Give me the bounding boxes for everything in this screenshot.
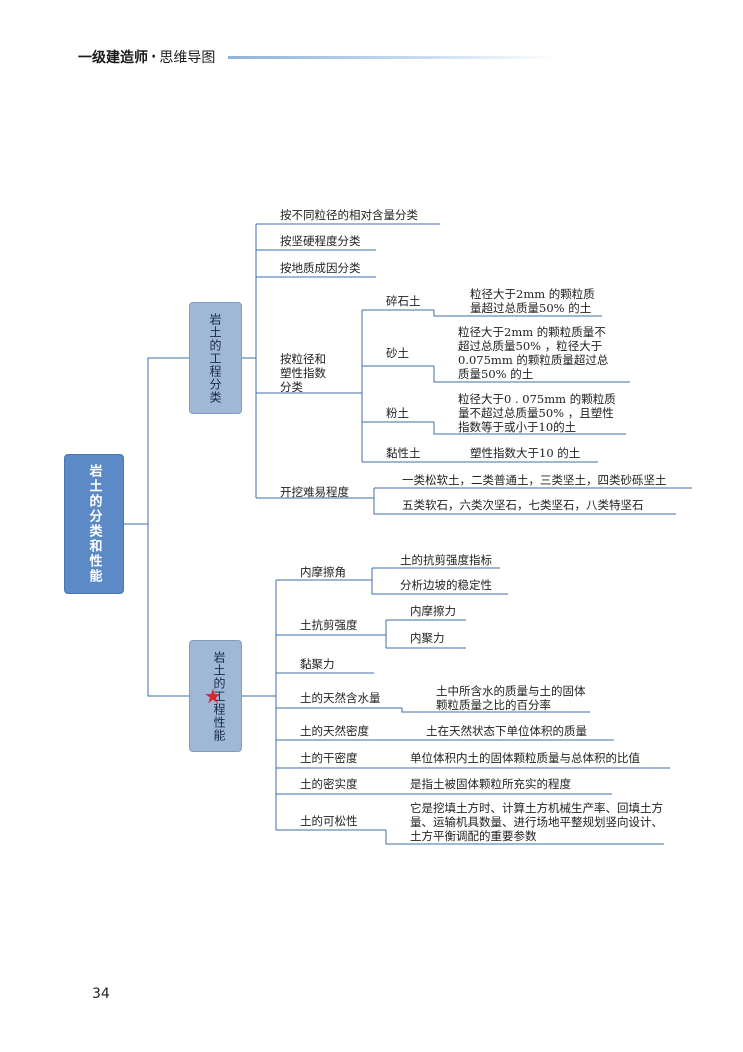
- property-name: 黏聚力: [300, 657, 335, 671]
- excavation-desc: 一类松软土，二类普通土，三类坚土，四类砂砾坚土: [402, 473, 667, 487]
- grain-label-line: 塑性指数: [280, 366, 326, 380]
- property-child: 内摩擦力: [410, 604, 456, 618]
- property-name: 土的天然密度: [300, 724, 369, 738]
- header-dot: ·: [151, 49, 157, 65]
- property-child: 土的抗剪强度指标: [400, 553, 492, 567]
- classification-label: 岩土的工程分类: [208, 312, 222, 404]
- classification-item: 按坚硬程度分类: [280, 234, 361, 248]
- properties-node: 岩土的工程性能: [189, 640, 242, 752]
- grain-type-desc: 粒径大于0 . 075mm 的颗粒质量不超过总质量50% ，且塑性指数等于或小于…: [458, 392, 616, 434]
- property-name: 土抗剪强度: [300, 618, 358, 632]
- property-desc: 它是挖填土方时、计算土方机械生产率、回填土方量、运输机具数量、进行场地平整规划竖…: [410, 801, 663, 843]
- grain-type-desc: 塑性指数大于10 的土: [470, 446, 581, 460]
- excavation-label: 开挖难易程度: [280, 485, 349, 499]
- classification-node: 岩土的工程分类: [189, 302, 242, 414]
- header-divider: [228, 56, 558, 59]
- property-desc: 土中所含水的质量与土的固体颗粒质量之比的百分率: [436, 684, 586, 712]
- grain-type-name: 粉土: [386, 406, 409, 420]
- page-number: 34: [92, 986, 110, 1002]
- property-name: 内摩擦角: [300, 565, 346, 579]
- root-node: 岩土的分类和性能: [64, 454, 124, 594]
- grain-type-name: 黏性土: [386, 446, 421, 460]
- star-icon: ★: [204, 684, 222, 708]
- property-name: 土的干密度: [300, 751, 358, 765]
- grain-label-line: 分类: [280, 380, 303, 394]
- property-child: 分析边坡的稳定性: [400, 578, 492, 592]
- classification-item: 按地质成因分类: [280, 261, 361, 275]
- grain-type-desc: 粒径大于2mm 的颗粒质量超过总质量50% 的土: [470, 287, 595, 315]
- classification-item: 按不同粒径的相对含量分类: [280, 208, 418, 222]
- grain-type-desc: 粒径大于2mm 的颗粒质量不超过总质量50% ，粒径大于0.075mm 的颗粒质…: [458, 325, 609, 381]
- property-name: 土的可松性: [300, 814, 358, 828]
- grain-label-line: 按粒径和: [280, 352, 326, 366]
- property-name: 土的天然含水量: [300, 691, 381, 705]
- grain-type-name: 砂土: [386, 346, 409, 360]
- property-child: 内聚力: [410, 631, 445, 645]
- property-desc: 土在天然状态下单位体积的质量: [426, 724, 587, 738]
- properties-label: 岩土的工程性能: [212, 650, 226, 742]
- excavation-desc: 五类软石，六类次坚石，七类坚石，八类特坚石: [402, 498, 644, 512]
- page-header: 一级建造师 · 思维导图: [78, 46, 215, 68]
- property-desc: 单位体积内土的固体颗粒质量与总体积的比值: [410, 751, 640, 765]
- header-title: 一级建造师: [78, 50, 148, 66]
- header-subtitle: 思维导图: [159, 50, 216, 66]
- property-desc: 是指土被固体颗粒所充实的程度: [410, 777, 571, 791]
- property-name: 土的密实度: [300, 777, 358, 791]
- grain-type-name: 碎石土: [386, 294, 421, 308]
